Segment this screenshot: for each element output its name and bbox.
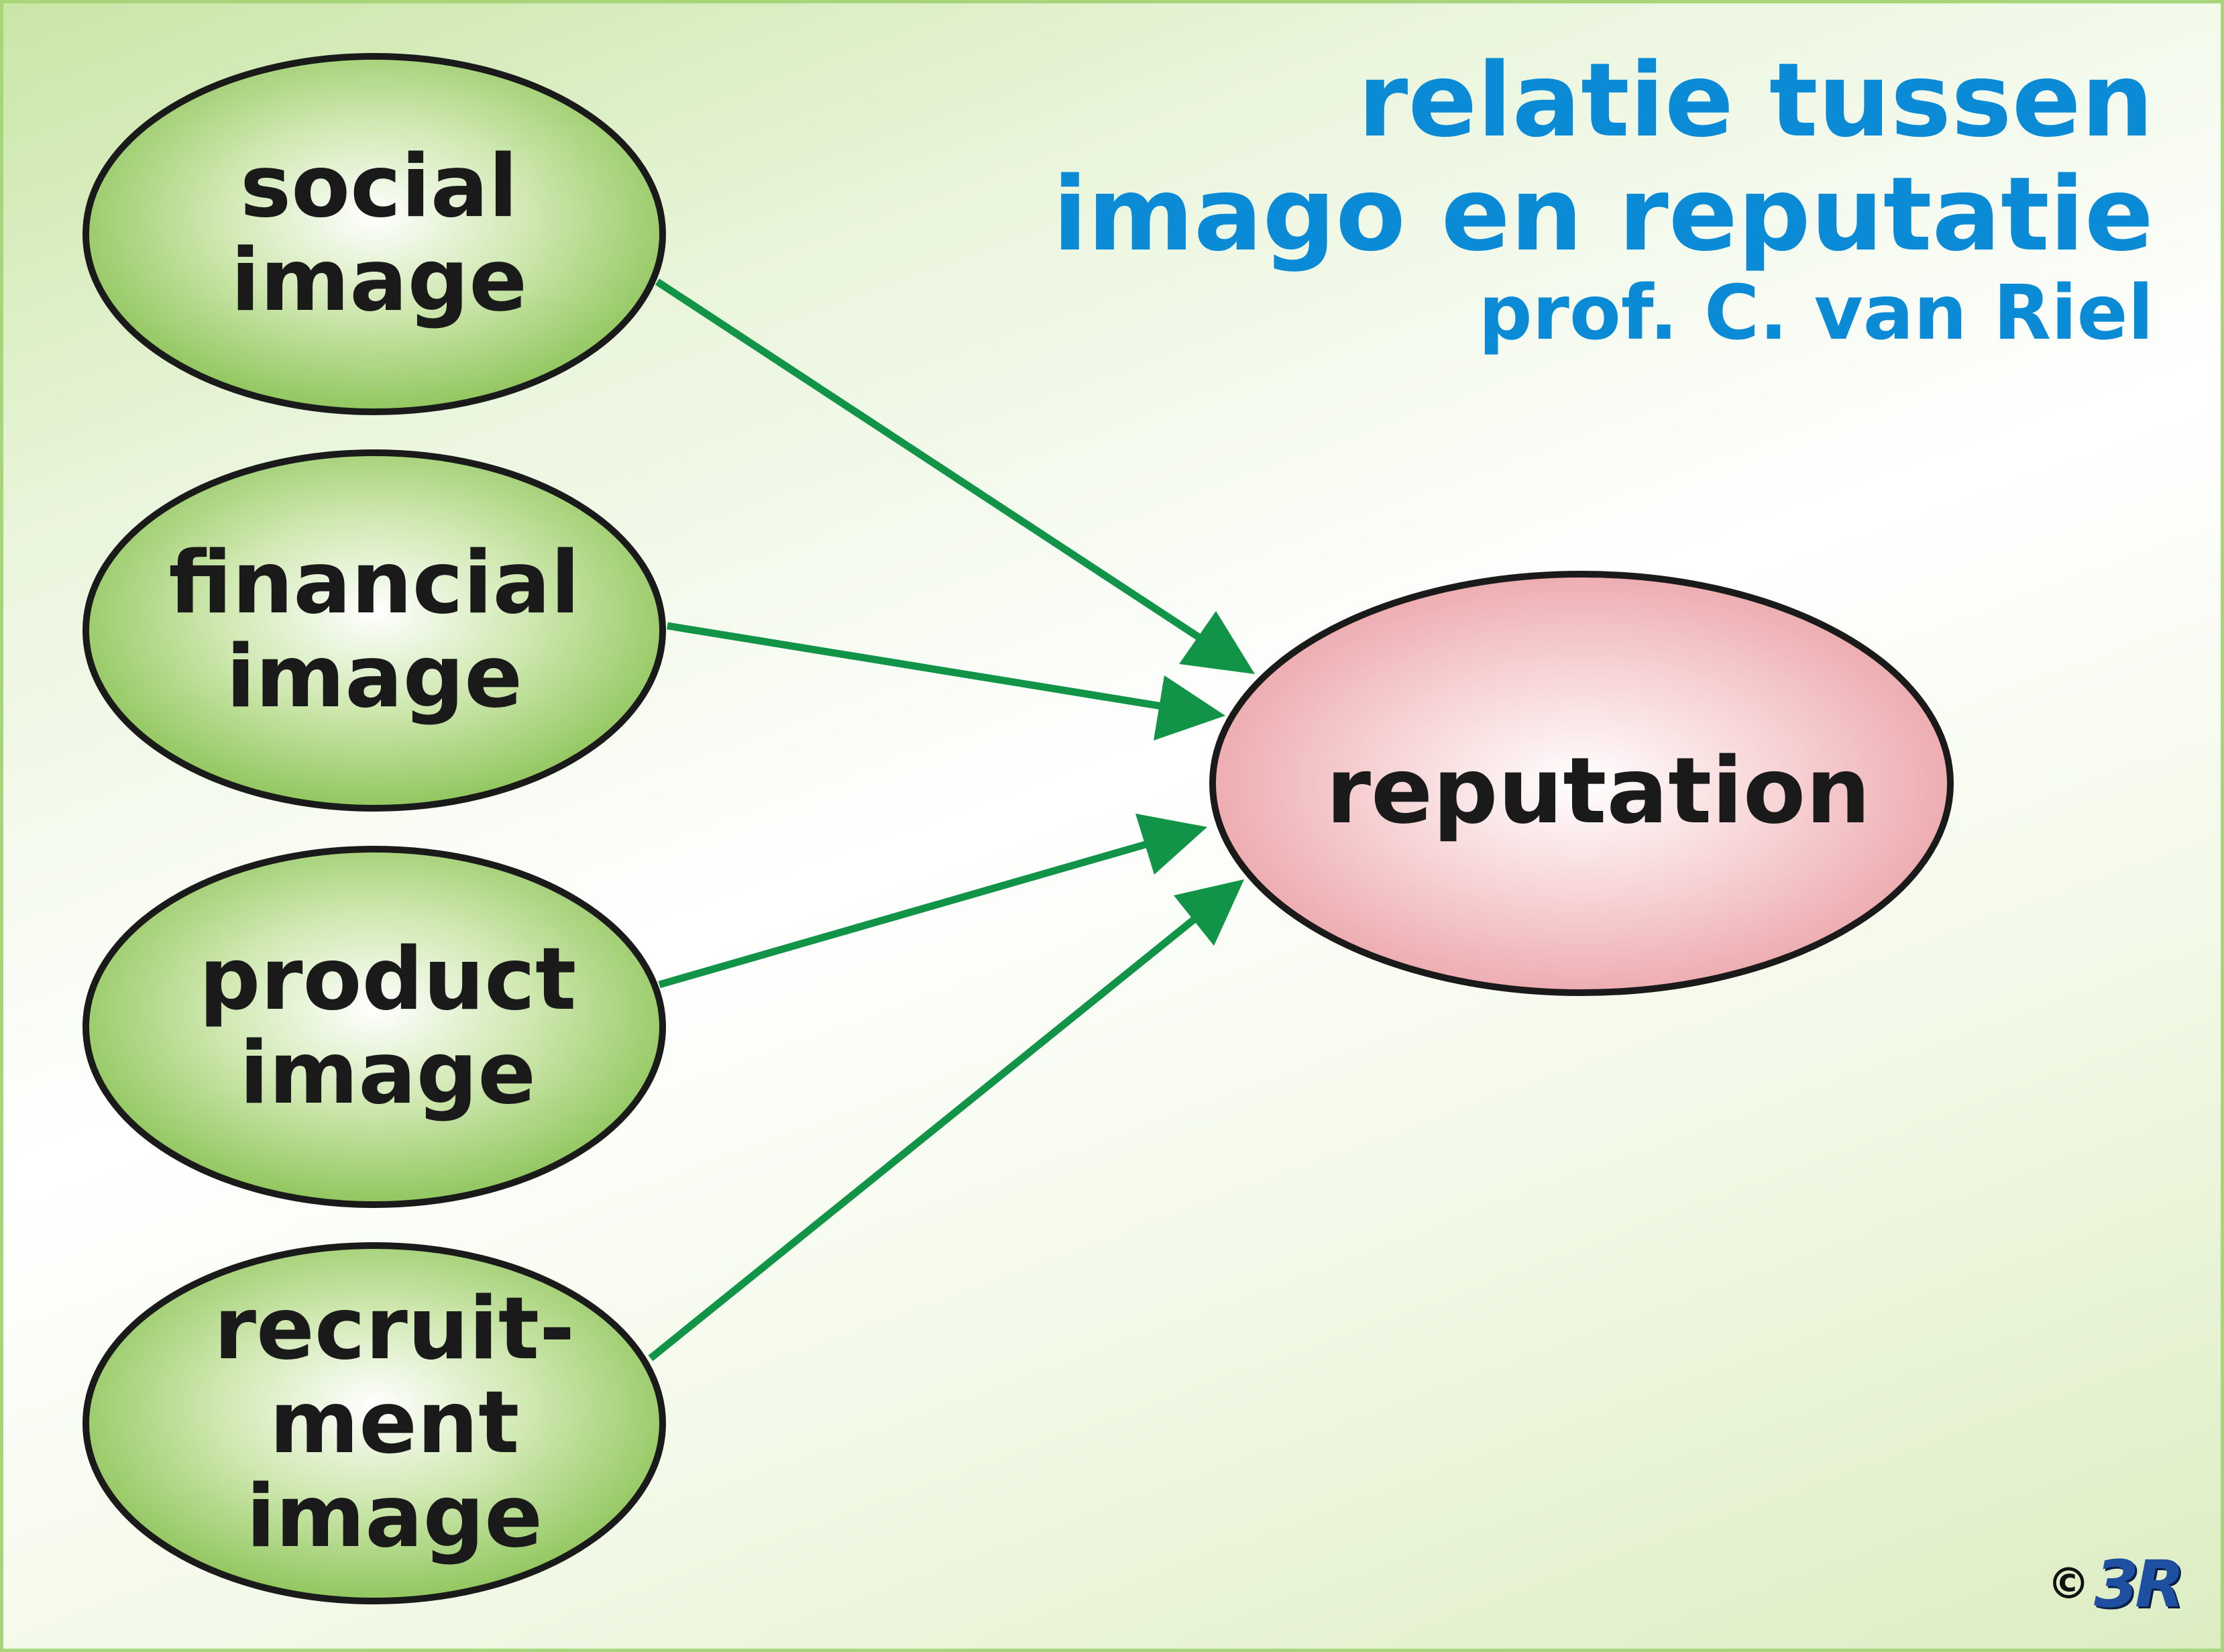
title-line-1: relatie tussen [1357, 41, 2154, 160]
node-financial-ellipse [82, 449, 666, 812]
copyright-symbol: © [2047, 1559, 2091, 1609]
arrow-financial-to-reputation [667, 622, 1225, 740]
node-reputation-ellipse [1209, 571, 1954, 996]
arrow-product-to-reputation [658, 814, 1207, 989]
node-product-ellipse [82, 846, 666, 1208]
node-product-label: product image [199, 930, 577, 1123]
node-social-label: social image [230, 137, 528, 331]
3r-logo: 3R [2094, 1547, 2184, 1622]
node-reputation-label: reputation [1325, 738, 1871, 844]
arrow-social-to-reputation [655, 278, 1255, 674]
node-financial-label: financial image [168, 533, 580, 727]
node-recruitment-label: recruit- ment image [213, 1279, 575, 1567]
arrow-recruitment-to-reputation [648, 879, 1244, 1362]
node-recruitment-ellipse [82, 1242, 666, 1604]
copyright-mark: © 3R [2047, 1547, 2184, 1622]
diagram-graphics [82, 53, 1954, 1604]
node-social-ellipse [82, 53, 666, 415]
title-line-2: imago en reputatie [1052, 155, 2154, 274]
author-line: prof. C. van Riel [1478, 270, 2154, 357]
